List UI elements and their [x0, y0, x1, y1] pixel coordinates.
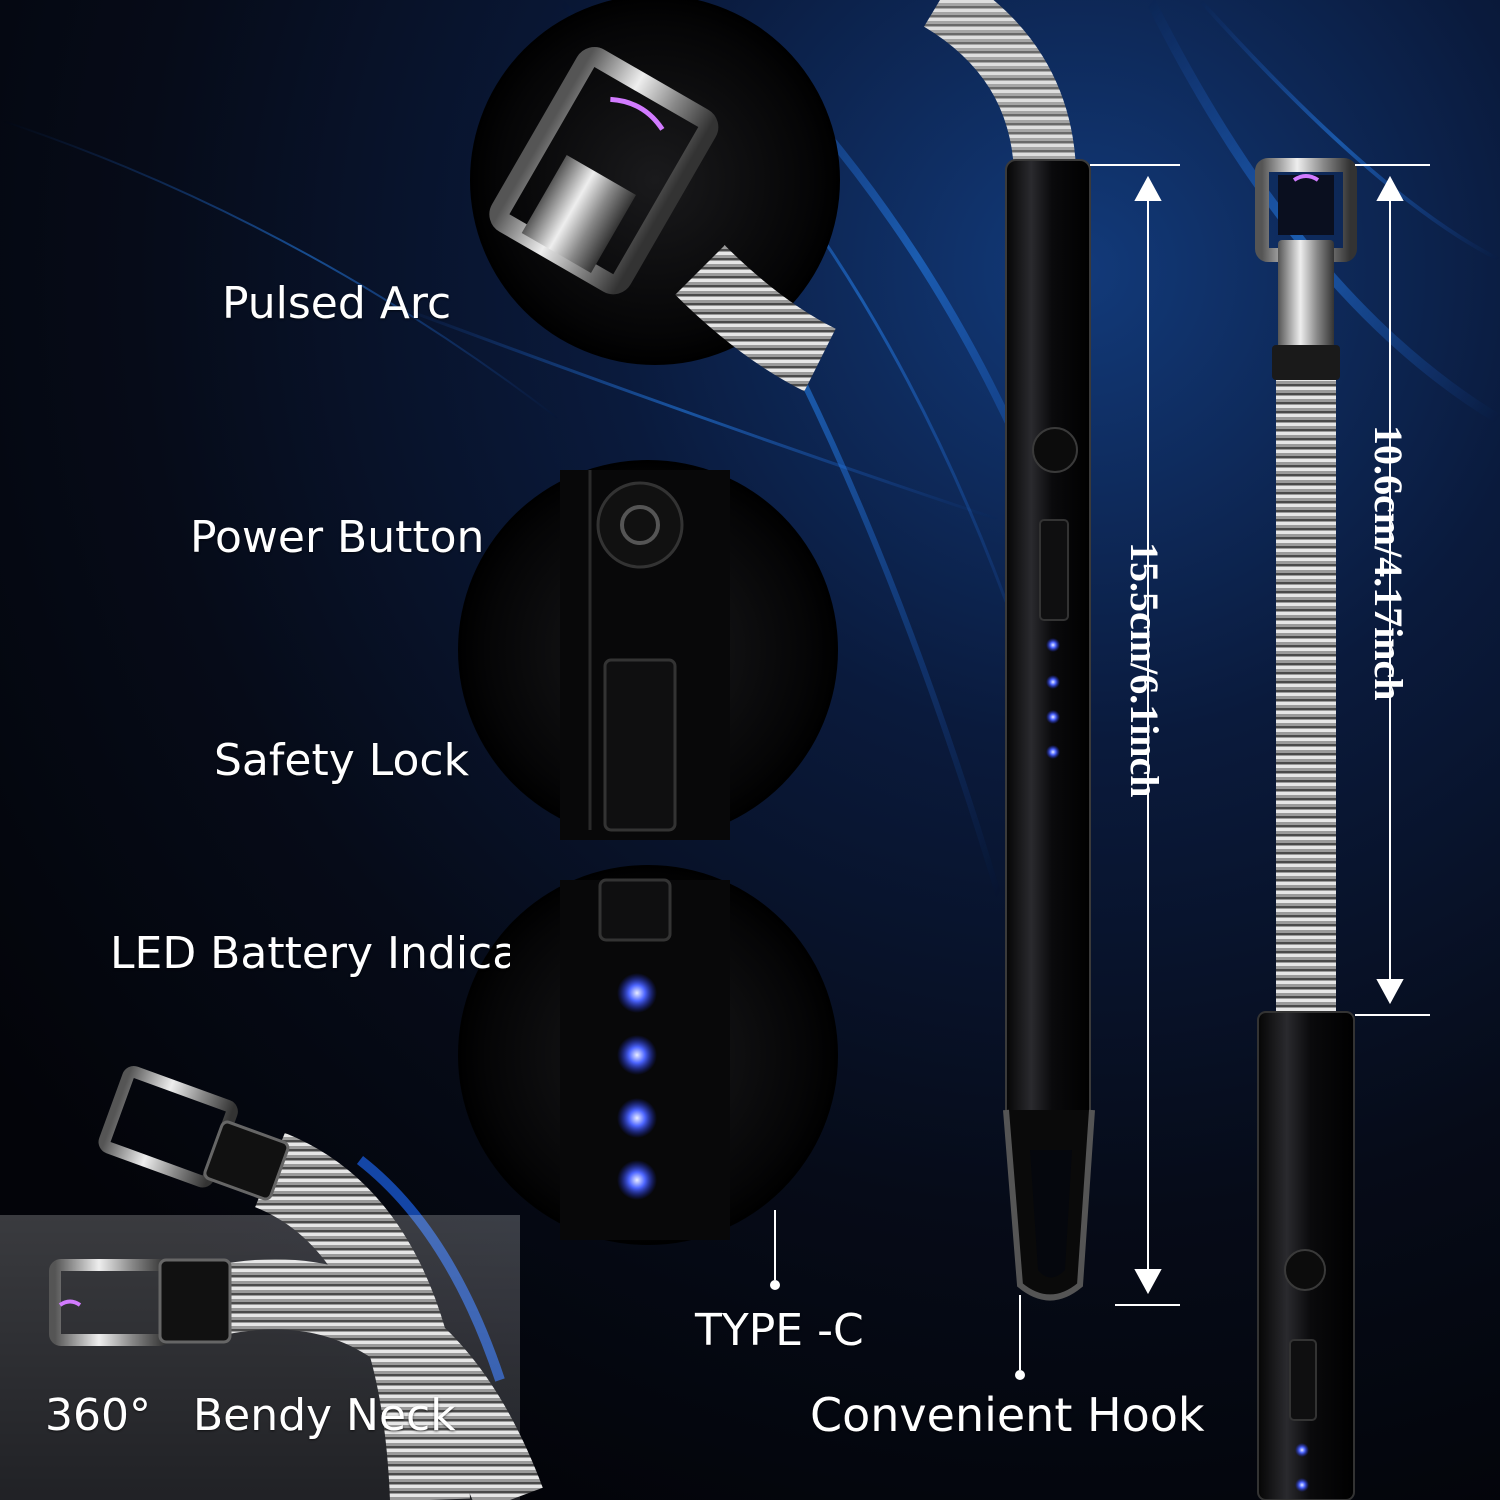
zoom-circle-power-lock [458, 460, 838, 840]
label-pulsed-arc: Pulsed Arc [222, 278, 452, 329]
dimension-lines [1090, 164, 1430, 1306]
label-convenient-hook: Convenient Hook [810, 1388, 1205, 1442]
zoom-circle-leds [458, 865, 838, 1245]
dimension-neck-length: 10.6cm/4.17inch [1366, 425, 1411, 701]
zoom-circle-pulsed-arc [470, 0, 840, 392]
label-bendy-neck: 360° Bendy Neck [45, 1390, 456, 1441]
label-safety-lock: Safety Lock [214, 735, 470, 786]
dimension-handle-length: 15.5cm/6.1inch [1122, 542, 1167, 798]
label-power-button: Power Button [190, 512, 485, 563]
main-lighter-leds [1046, 638, 1060, 759]
bendy-neck-illustration [49, 1066, 543, 1500]
label-type-c: TYPE -C [695, 1305, 864, 1356]
main-lighter [923, 0, 1095, 1301]
right-lighter [1255, 158, 1357, 1500]
pointer-lines [770, 1210, 1025, 1380]
label-led-indicator: LED Battery Indicat [110, 928, 510, 979]
